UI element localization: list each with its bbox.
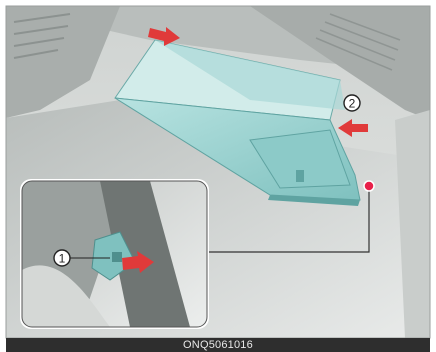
detail-inset: 1 (20, 179, 209, 329)
marker-dot-icon (364, 181, 374, 191)
callout-1: 1 (54, 250, 70, 266)
svg-text:1: 1 (59, 252, 66, 266)
callout-2: 2 (344, 95, 360, 111)
figure-code-label: ONQ5061016 (6, 338, 430, 352)
svg-text:2: 2 (349, 97, 356, 111)
